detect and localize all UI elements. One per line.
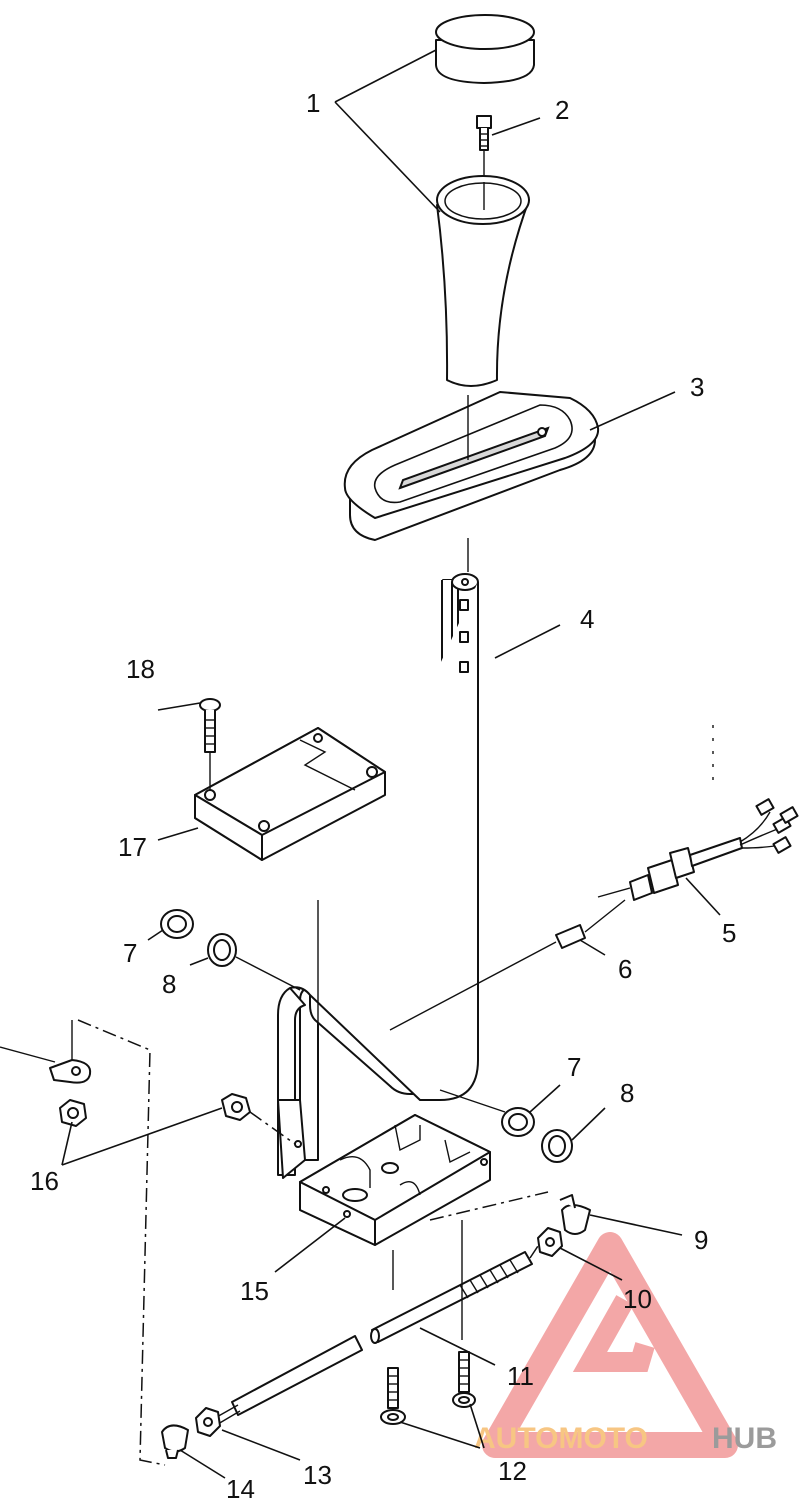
callout-9: 9 xyxy=(694,1225,708,1255)
watermark-logo: AUTOMOTO HUB xyxy=(474,1232,777,1458)
watermark-text-2: HUB xyxy=(712,1422,777,1455)
tie-rod xyxy=(370,1191,549,1344)
shift-lever-rod xyxy=(277,573,479,1179)
cover-plate xyxy=(194,727,386,1160)
shift-gate-plate xyxy=(343,391,600,572)
leader-lines xyxy=(61,49,721,1479)
washer-8-upper xyxy=(207,933,301,991)
callout-12: 12 xyxy=(498,1456,527,1486)
callout-2: 2 xyxy=(555,95,569,125)
callout-18: 18 xyxy=(126,654,155,684)
washer-8-lower xyxy=(541,1129,573,1163)
cover-bolt xyxy=(199,698,221,790)
callout-11: 11 xyxy=(507,1361,534,1391)
shift-knob-cap xyxy=(435,14,535,84)
nut-lower-left xyxy=(59,1099,87,1127)
callout-6: 6 xyxy=(618,954,632,984)
bolt-12-left xyxy=(380,1250,406,1425)
callout-3: 3 xyxy=(690,372,704,402)
shift-handle-boot xyxy=(436,175,530,387)
lower-rod xyxy=(214,1335,363,1425)
callout-5: 5 xyxy=(722,918,736,948)
callout-8-right: 8 xyxy=(620,1078,634,1108)
callout-1: 1 xyxy=(306,88,320,118)
callout-15: 15 xyxy=(240,1276,269,1306)
callout-17: 17 xyxy=(118,832,147,862)
washer-7-upper xyxy=(160,909,194,939)
jam-nut-upper xyxy=(537,1227,563,1257)
callout-7-right: 7 xyxy=(567,1052,581,1082)
callout-13: 13 xyxy=(303,1460,332,1490)
watermark-text-1: AUTOMOTO xyxy=(474,1422,648,1455)
pivot-pin xyxy=(389,899,626,1031)
ball-joint-upper xyxy=(559,1194,591,1235)
callout-8-left: 8 xyxy=(162,969,176,999)
callout-16: 16 xyxy=(30,1166,59,1196)
callout-10: 10 xyxy=(623,1284,652,1314)
nut-upper xyxy=(221,1093,296,1145)
assembly-line-left xyxy=(77,1019,166,1466)
jam-nut-lower xyxy=(195,1407,221,1437)
callout-labels: 1 2 3 4 5 6 7 7 8 8 9 10 11 12 13 14 15 … xyxy=(30,88,736,1500)
callout-7-left: 7 xyxy=(123,938,137,968)
bracket-left xyxy=(0,1020,92,1084)
callout-4: 4 xyxy=(580,604,594,634)
reverse-switch-harness xyxy=(597,725,799,901)
knob-screw xyxy=(476,115,492,180)
shifter-base-block xyxy=(299,1114,491,1246)
callout-14: 14 xyxy=(226,1474,255,1500)
bolt-12-right xyxy=(452,1220,476,1408)
ball-joint-lower xyxy=(161,1424,189,1459)
washer-7-lower xyxy=(439,1089,535,1137)
